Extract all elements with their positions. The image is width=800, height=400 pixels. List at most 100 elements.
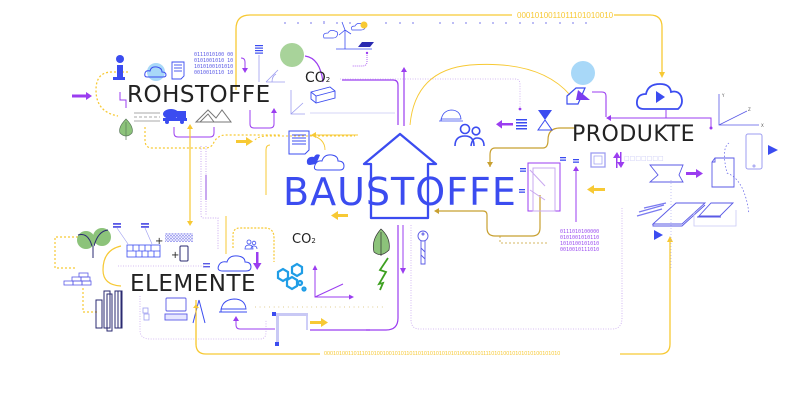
binary-block-right: 0111010100000 0101001010110 101010010101… (560, 229, 600, 253)
purple-arc (304, 55, 324, 83)
purple-arrow-down (253, 252, 262, 270)
play-triangle-icon (768, 145, 778, 155)
info-icon (113, 55, 125, 80)
road-icon (134, 112, 160, 122)
svg-text:Z: Z (748, 107, 751, 112)
solar-panel-icon (358, 42, 374, 47)
frame-icon (590, 152, 606, 168)
hard-hat-icon (439, 109, 463, 122)
plus-sign: + (155, 236, 163, 247)
yellow-dotted-path-1 (144, 127, 280, 149)
purple-connector-2 (249, 110, 275, 129)
laptop-icon (164, 297, 188, 321)
crane-icon (272, 312, 308, 346)
lavender-bar (205, 175, 207, 200)
node-label-rohstoffe: ROHSTOFFE (127, 82, 271, 108)
purple-connector (173, 127, 215, 138)
document-icon-right (711, 157, 735, 188)
cloud-play-icon (635, 83, 683, 110)
people-icon-small (244, 239, 258, 250)
mesh-icon (165, 233, 193, 242)
gold-loop (437, 147, 543, 237)
leaf-icon (119, 118, 133, 140)
hourglass-icon (537, 110, 553, 131)
key-icon (417, 230, 429, 265)
cloud-icon (144, 66, 167, 78)
rohstoffe-dotted-arc (95, 71, 128, 117)
folded-paper-icon (648, 164, 684, 183)
graph-axis-icon (314, 268, 351, 298)
smartphone-icon (745, 133, 763, 170)
svg-text:Y: Y (721, 93, 725, 98)
purple-vertical-line (342, 79, 399, 125)
tally-icons-elemente (113, 223, 210, 268)
yellow-hook (309, 134, 326, 151)
node-label-produkte: PRODUKTE (572, 122, 695, 147)
svg-text:X: X (761, 123, 764, 128)
co2-subscript: 2 (325, 76, 331, 84)
mountains-icon (194, 109, 232, 123)
sun-icon (360, 21, 368, 29)
wall-bricks-icon (63, 272, 92, 286)
binary-line-bottom: 0001010011011101010010010101101101010101… (324, 351, 561, 357)
yellow-arc (409, 63, 571, 126)
cloud-icon-outline (313, 154, 345, 171)
lavender-dotted-elemente (118, 265, 267, 340)
door-icon (527, 162, 561, 212)
lavender-dotted-top (340, 78, 521, 108)
lightning-leaf-icon (372, 228, 390, 291)
node-label-baustoffe: BAUSTOFFE (283, 170, 517, 214)
light-blue-circle (571, 61, 595, 85)
wind-turbine-icon (336, 21, 372, 50)
arrow-up-tablet (667, 236, 673, 242)
small-lock-icon (142, 307, 150, 321)
lavender-dotted-loop (410, 225, 623, 330)
document-icon-center (288, 130, 310, 155)
co2-text: CO (292, 232, 312, 247)
arrow-down-cloud (659, 72, 665, 78)
play-triangle-icon-2 (654, 230, 663, 240)
yellow-arrow-left-2 (587, 185, 605, 194)
yellow-arrow-left (331, 211, 348, 220)
xyz-axis-icon (718, 94, 759, 126)
co2-subscript: 2 (311, 237, 316, 245)
binary-line-top: 0001010011011101010010 (517, 11, 614, 20)
yellow-main-loop (195, 14, 671, 355)
document-icon (171, 61, 185, 80)
purple-connector-elemente (235, 318, 275, 330)
yellow-arrow-right-2 (310, 318, 328, 327)
purple-arrow-left (496, 120, 513, 129)
co2-label-top: CO2 (305, 70, 330, 86)
tally-icons-door (519, 157, 579, 193)
purple-arrow-right (686, 169, 703, 178)
co2-text: CO (305, 70, 326, 86)
green-circle (280, 43, 304, 67)
panel-icon (179, 245, 189, 262)
people-icon (454, 123, 485, 147)
columns-icon (95, 290, 123, 332)
ruler-top (284, 21, 587, 24)
stripes-icon (636, 202, 667, 217)
purple-loop-center (366, 225, 399, 331)
bricks-icon (126, 244, 161, 258)
cloud-icon-elemente (217, 255, 252, 272)
concrete-truck-icon (163, 109, 187, 124)
squares-row: □□□□□□□ (624, 155, 664, 162)
hard-hat-icon-elemente (219, 298, 247, 313)
entry-arrow (72, 92, 92, 100)
beam-icon (310, 86, 336, 104)
house-outline-icon (362, 132, 438, 220)
tally-list-icon-2 (516, 119, 527, 130)
cloud-icon-small (323, 29, 339, 39)
plant-sprout-icon (77, 228, 111, 258)
purple-fork (608, 110, 712, 127)
angle-measure-icon (265, 69, 285, 83)
node-label-elemente: ELEMENTE (130, 271, 257, 297)
tablet-icon (651, 202, 735, 227)
plus-sign-2: + (171, 250, 179, 261)
yellow-arrow-right (236, 137, 253, 146)
yellow-arc-elemente (102, 245, 122, 287)
hexagon-cube-icon (566, 87, 590, 105)
co2-label-bottom: CO2 (292, 232, 316, 247)
